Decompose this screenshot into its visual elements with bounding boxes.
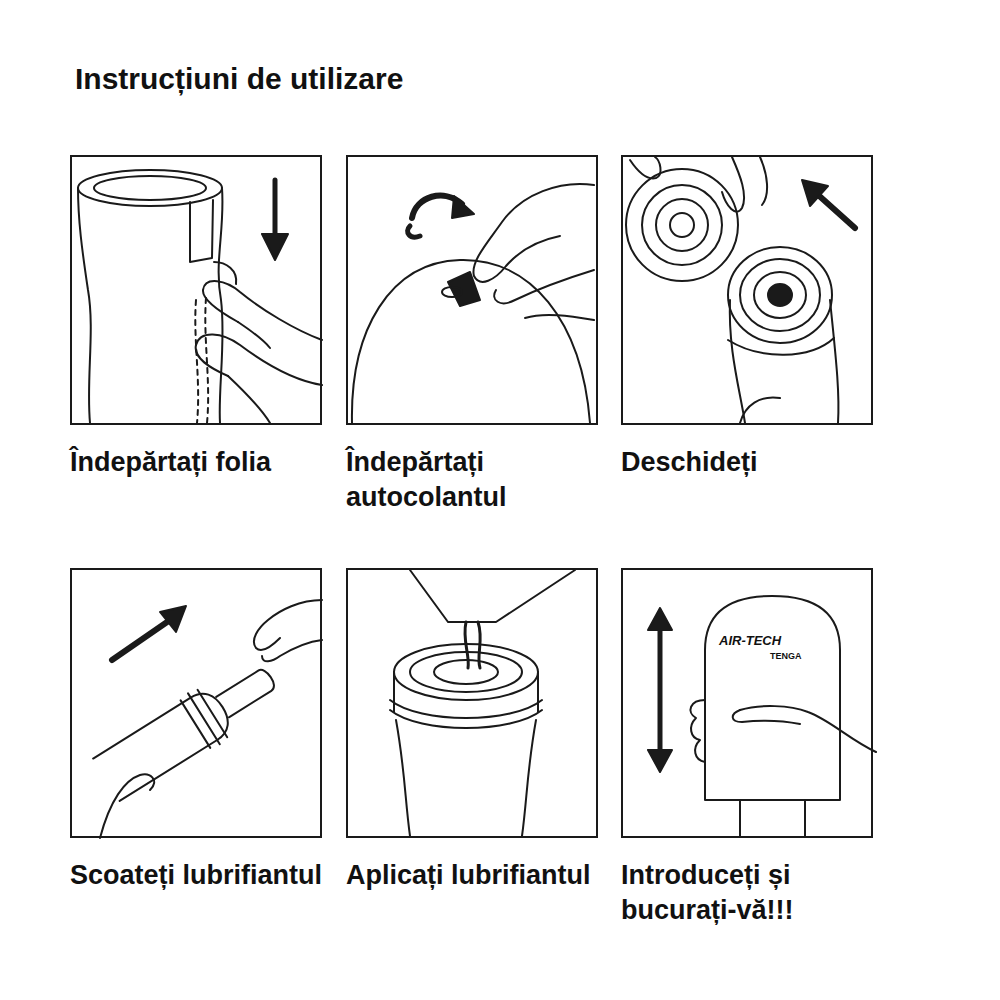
panel-5-illustration [390,570,575,836]
panel-frame [70,155,322,425]
step-panel: Scoateți lubrifiantul [70,568,342,893]
panel-4-illustration [90,600,322,838]
step-panel: Deschideți [621,155,893,480]
step-panel: Îndepărtați folia [70,155,342,480]
panel-frame [346,568,598,838]
panel-frame [70,568,322,838]
step-caption: Aplicați lubrifiantul [346,858,618,893]
panel-2-illustration [352,184,594,423]
page-title: Instrucțiuni de utilizare [75,62,403,96]
panel-3-illustration [626,157,855,423]
step-panel: Îndepărtați autocolantul [346,155,618,515]
step-caption: Îndepărtați folia [70,445,342,480]
panel-frame [621,155,873,425]
panel-1-illustration [78,170,322,423]
product-brand-text: TENGA [770,651,802,661]
step-caption: Scoateți lubrifiantul [70,858,342,893]
step-panel: Aplicați lubrifiantul [346,568,618,893]
panel-frame [346,155,598,425]
step-caption: Îndepărtați autocolantul [346,445,618,515]
step-panel: Introduceți și bucurați-vă!!! [621,568,893,928]
product-brand-text: AIR-TECH [719,633,781,648]
panel-frame [621,568,873,838]
step-caption: Deschideți [621,445,893,480]
step-caption: Introduceți și bucurați-vă!!! [621,858,893,928]
panel-6-illustration [648,596,876,836]
